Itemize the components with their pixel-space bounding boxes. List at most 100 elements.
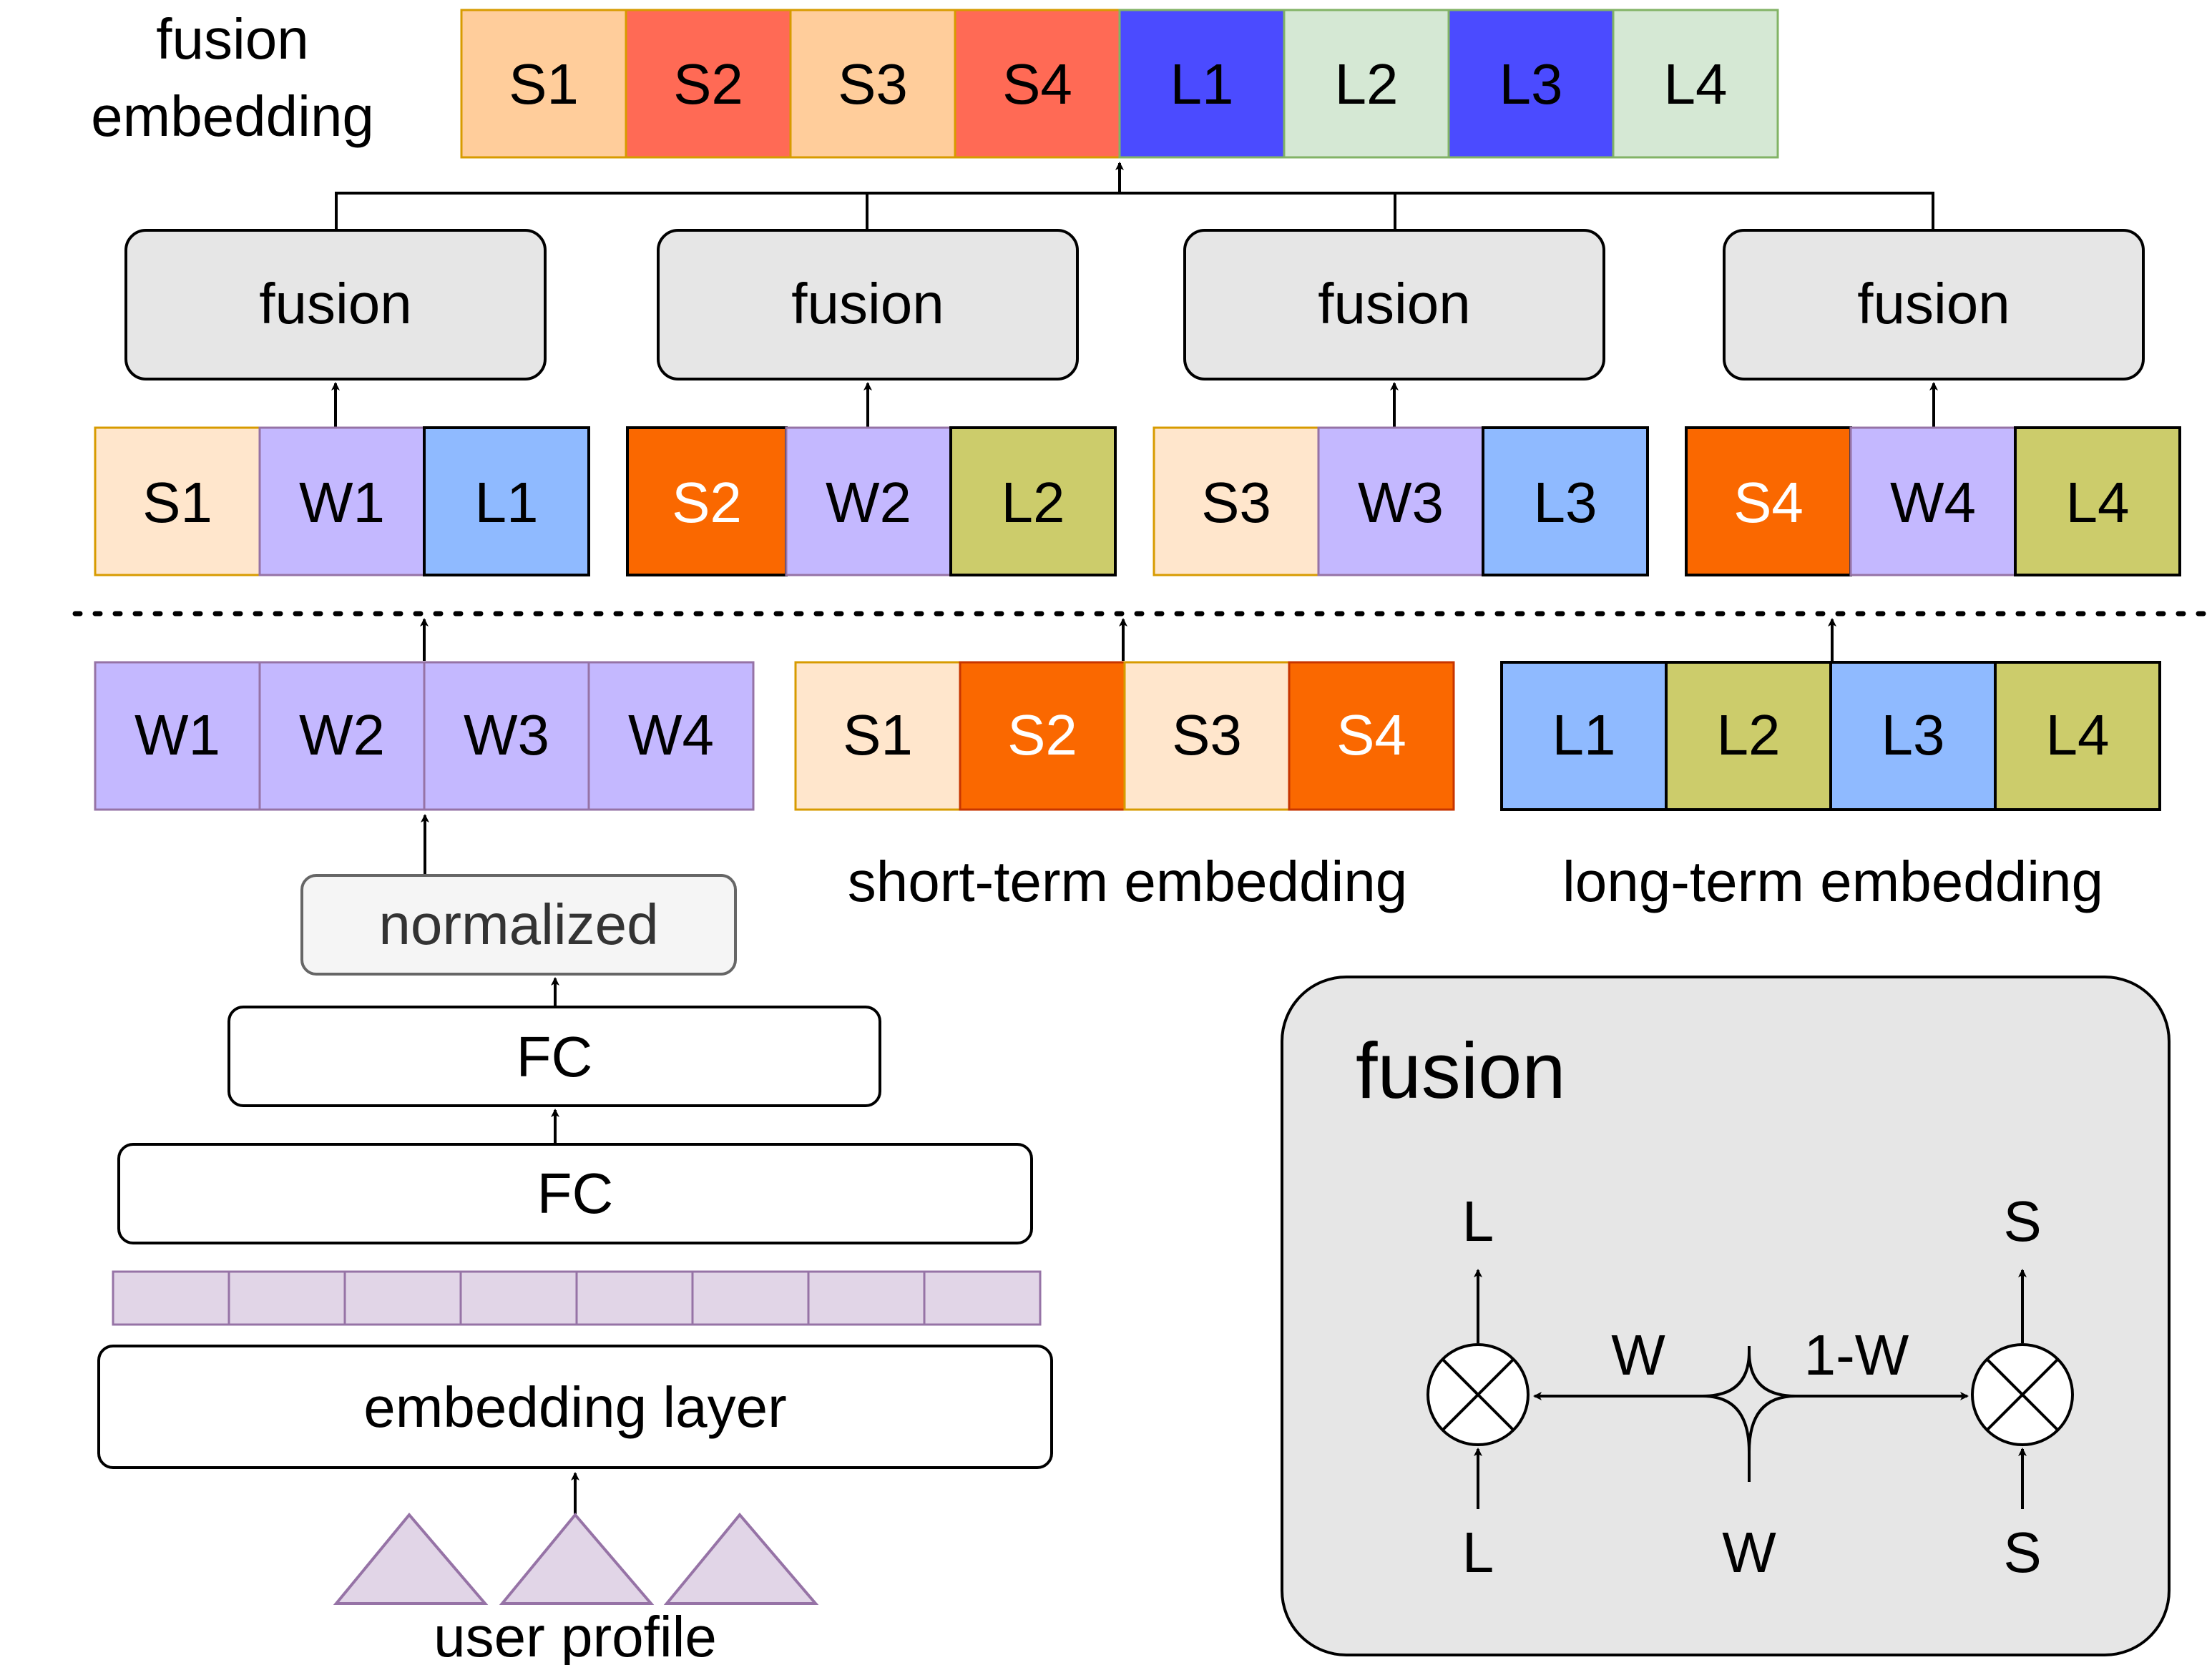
long-term-text-l1: L1 (1552, 703, 1616, 767)
group-2-text-l2: L2 (1002, 471, 1065, 534)
user-profile-label: user profile (434, 1605, 717, 1665)
short-term-text-s4: S4 (1336, 703, 1406, 767)
long-term-embedding-label: long-term embedding (1562, 850, 2103, 913)
fusion-embedding-text-s1: S1 (509, 52, 579, 116)
group-1-text-s1: S1 (142, 471, 212, 534)
fusion-detail-title: fusion (1356, 1027, 1566, 1115)
fusion-embedding-text-l1: L1 (1170, 52, 1234, 116)
group-4: S4 W4 L4 (1685, 426, 2181, 576)
fusion-detail-box (1281, 976, 2171, 1656)
fusion-block-4 (1723, 229, 2145, 380)
fusion-embedding-label-line2: embedding (91, 84, 374, 148)
group-1-cell-w1 (258, 426, 426, 576)
group-3-text-l3: L3 (1534, 471, 1597, 534)
embedding-vector-strip (112, 1270, 1042, 1326)
fusion-block-4-label: fusion (1857, 272, 2010, 335)
weight-cell-w1 (94, 661, 261, 811)
short-term-cell-s3 (1123, 661, 1291, 811)
fusion-embedding-cell-l3 (1447, 9, 1615, 159)
right-multiply-cross-b (1985, 1357, 2060, 1432)
w-input-label: W (1722, 1521, 1776, 1584)
fusion-embedding-text-l3: L3 (1499, 52, 1563, 116)
fusion-blocks-row: fusion fusion fusion fusion (124, 229, 2145, 380)
long-term-cell-l2 (1665, 661, 1832, 811)
normalized-box (300, 874, 737, 976)
split-upper-curve-right (1748, 1351, 1796, 1398)
group-3-cell-l3 (1482, 426, 1649, 576)
short-term-embedding-label: short-term embedding (848, 850, 1408, 913)
fusion-block-2 (657, 229, 1079, 380)
short-term-text-s2: S2 (1007, 703, 1077, 767)
group-4-cell-l4 (2014, 426, 2181, 576)
user-profile-triangles (333, 1512, 819, 1605)
embedding-layer-label: embedding layer (363, 1375, 786, 1439)
long-term-cell-l4 (1994, 661, 2161, 811)
long-term-cell-l3 (1829, 661, 1997, 811)
fusion-merge-connector (335, 162, 1934, 230)
fusion-embedding-cell-s3 (789, 9, 956, 159)
fusion-embedding-cell-s1 (460, 9, 627, 159)
group-1-cell-l1 (423, 426, 590, 576)
left-output-label: L (1462, 1189, 1494, 1253)
group-4-text-l4: L4 (2066, 471, 2130, 534)
short-term-cell-s1 (794, 661, 961, 811)
short-term-cell-s4 (1288, 661, 1455, 811)
fusion-embedding-row: S1 S2 S3 S4 L1 L2 L3 L4 (460, 9, 1779, 159)
group-2-text-w2: W2 (826, 471, 911, 534)
weight-text-w2: W2 (299, 703, 385, 767)
group-3: S3 W3 L3 (1153, 426, 1649, 576)
short-term-cell-s2 (959, 661, 1126, 811)
fusion-embedding-text-s4: S4 (1002, 52, 1072, 116)
group-to-fusion-arrows (331, 382, 1938, 428)
weight-cell-w4 (587, 661, 755, 811)
fusion-embedding-label-line1: fusion (156, 7, 308, 71)
fusion-embedding-text-s3: S3 (838, 52, 908, 116)
long-term-cell-l1 (1500, 661, 1668, 811)
group-4-cell-s4 (1685, 426, 1852, 576)
short-term-text-s3: S3 (1172, 703, 1242, 767)
left-multiply-cross-b (1441, 1357, 1515, 1432)
group-3-cell-s3 (1153, 426, 1320, 576)
embedding-layer-box (97, 1345, 1053, 1469)
fc-top-label: FC (517, 1025, 593, 1089)
group-2: S2 W2 L2 (626, 426, 1117, 576)
short-term-embedding-row: S1 S2 S3 S4 (794, 661, 1455, 811)
left-input-label: L (1462, 1521, 1494, 1584)
short-term-text-s1: S1 (843, 703, 913, 767)
weight-cell-w3 (423, 661, 590, 811)
fusion-embedding-cell-l1 (1118, 9, 1286, 159)
w-branch-label: W (1611, 1323, 1665, 1387)
fusion-block-2-label: fusion (791, 272, 944, 335)
weight-text-w4: W4 (628, 703, 714, 767)
weight-cell-w2 (258, 661, 426, 811)
fusion-block-1-label: fusion (259, 272, 411, 335)
group-2-cell-l2 (949, 426, 1117, 576)
fc-bottom-box (117, 1143, 1033, 1244)
weight-text-w3: W3 (464, 703, 549, 767)
right-input-label: S (2003, 1521, 2041, 1584)
group-3-text-w3: W3 (1358, 471, 1444, 534)
group-1-text-w1: W1 (299, 471, 385, 534)
fusion-embedding-cell-l2 (1283, 9, 1450, 159)
long-term-text-l3: L3 (1881, 703, 1945, 767)
fusion-embedding-text-l4: L4 (1664, 52, 1728, 116)
fusion-block-3-label: fusion (1318, 272, 1470, 335)
normalized-label: normalized (378, 893, 658, 956)
long-term-embedding-row: L1 L2 L3 L4 (1500, 661, 2161, 811)
group-2-text-s2: S2 (672, 471, 742, 534)
fusion-detail-panel: fusion L L S S W W 1-W (1281, 976, 2171, 1656)
fc-top-box (227, 1006, 881, 1107)
group-4-text-w4: W4 (1890, 471, 1976, 534)
weight-text-w1: W1 (134, 703, 220, 767)
group-1-cell-s1 (94, 426, 261, 576)
fusion-embedding-cell-s4 (954, 9, 1121, 159)
group-4-text-s4: S4 (1733, 471, 1804, 534)
fusion-embedding-cell-l4 (1612, 9, 1779, 159)
fusion-embedding-text-l2: L2 (1335, 52, 1399, 116)
one-minus-w-branch-label: 1-W (1804, 1323, 1909, 1387)
long-term-text-l4: L4 (2046, 703, 2110, 767)
fc-bottom-label: FC (537, 1161, 614, 1225)
split-arrows (420, 618, 1836, 661)
group-1: S1 W1 L1 (94, 426, 590, 576)
